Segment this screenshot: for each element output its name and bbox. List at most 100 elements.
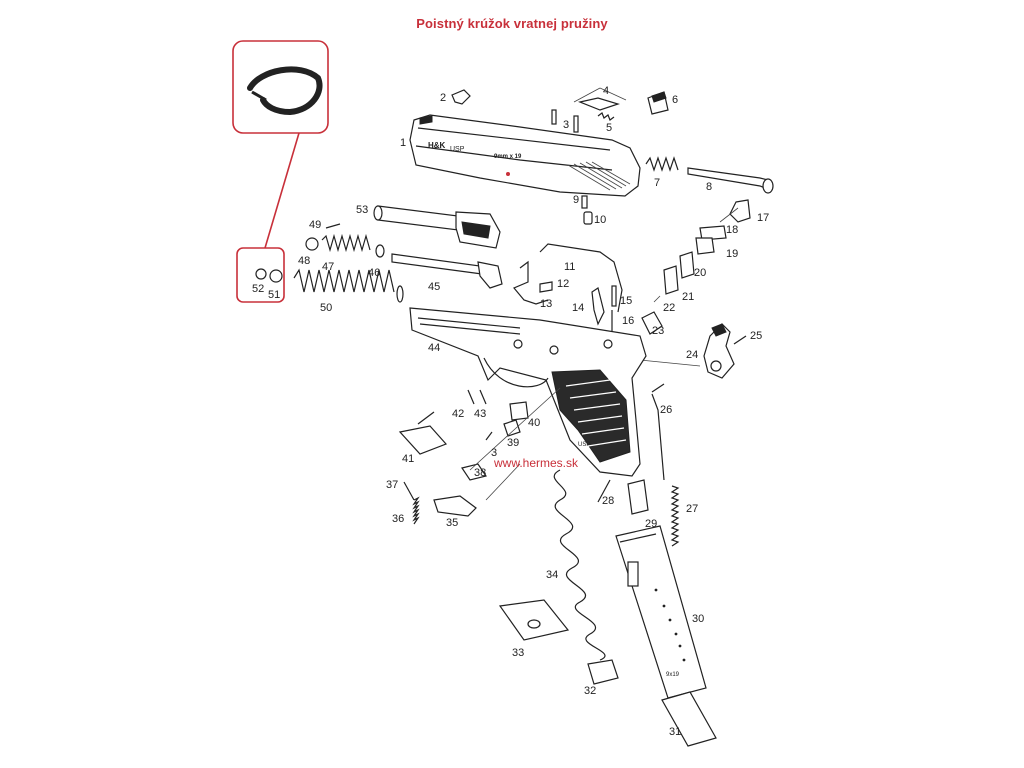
part-29 — [627, 479, 649, 515]
label-26: 26 — [660, 404, 672, 416]
part-22 — [653, 295, 661, 303]
magazine: 9x19 — [615, 525, 707, 699]
part-labels: 1 2 3 4 5 6 7 8 9 10 11 12 13 14 15 16 1… — [252, 85, 769, 738]
label-8: 8 — [706, 181, 712, 193]
label-39: 39 — [507, 437, 519, 449]
label-28: 28 — [602, 495, 614, 507]
part-50-spring — [293, 268, 395, 293]
part-3-pin-b — [551, 109, 557, 125]
part-20 — [679, 251, 695, 279]
part-36-spring — [412, 496, 420, 525]
label-9: 9 — [573, 194, 579, 206]
frame: USP — [409, 307, 647, 477]
part-3-pin — [573, 115, 579, 133]
part-39 — [503, 419, 521, 437]
page-title: Poistný krúžok vratnej pružiny — [416, 16, 608, 31]
part-3-pin-c — [485, 431, 493, 441]
label-35: 35 — [446, 517, 458, 529]
label-33: 33 — [512, 647, 524, 659]
part-23 — [641, 311, 663, 335]
label-36: 36 — [392, 513, 404, 525]
part-25 — [733, 335, 747, 345]
callout-box — [236, 247, 285, 303]
label-30: 30 — [692, 613, 704, 625]
label-51: 51 — [268, 289, 280, 301]
part-32 — [587, 659, 619, 685]
label-52: 52 — [252, 283, 264, 295]
part-49 — [325, 223, 341, 229]
label-1: 1 — [400, 137, 406, 149]
part-40 — [509, 401, 529, 421]
label-7: 7 — [654, 177, 660, 189]
label-16: 16 — [622, 315, 634, 327]
slide: H&K USP 9mm x 19 — [409, 114, 641, 197]
label-41: 41 — [402, 453, 414, 465]
part-11 — [539, 243, 623, 313]
watermark-text: www.hermes.sk — [493, 456, 579, 470]
label-19: 19 — [726, 248, 738, 260]
part-2 — [451, 89, 471, 105]
label-17: 17 — [757, 212, 769, 224]
part-9 — [581, 195, 588, 209]
label-37: 37 — [386, 479, 398, 491]
part-19 — [695, 237, 715, 255]
part-26 — [651, 383, 665, 481]
part-41 — [398, 425, 448, 455]
slide-brand-mark: H&K — [428, 141, 446, 150]
barrel — [373, 205, 501, 249]
label-47: 47 — [322, 261, 334, 273]
part-13 — [513, 260, 549, 305]
label-25: 25 — [750, 330, 762, 342]
label-31: 31 — [669, 726, 681, 738]
part-21 — [663, 265, 679, 295]
label-14: 14 — [572, 302, 584, 314]
label-43: 43 — [474, 408, 486, 420]
label-38: 38 — [474, 467, 486, 479]
part-38 — [461, 463, 487, 481]
label-48: 48 — [298, 255, 310, 267]
slide-model-mark: USP — [450, 146, 465, 153]
label-40: 40 — [528, 417, 540, 429]
part-8-rod — [687, 167, 771, 191]
label-12: 12 — [557, 278, 569, 290]
label-45: 45 — [428, 281, 440, 293]
label-3b: 3 — [491, 447, 497, 459]
part-5-spring — [597, 112, 615, 121]
label-27: 27 — [686, 503, 698, 515]
label-42: 42 — [452, 408, 464, 420]
part-15 — [611, 285, 617, 307]
callout-line — [264, 132, 300, 249]
label-10: 10 — [594, 214, 606, 226]
label-29: 29 — [645, 518, 657, 530]
label-53: 53 — [356, 204, 368, 216]
part-37 — [403, 481, 415, 501]
label-15: 15 — [620, 295, 632, 307]
label-49: 49 — [309, 219, 321, 231]
label-23: 23 — [652, 325, 664, 337]
part-42 — [467, 389, 475, 405]
part-51-ring — [269, 269, 283, 283]
label-44: 44 — [428, 342, 440, 354]
part-48 — [305, 237, 319, 251]
part-43 — [479, 389, 487, 405]
part-52-ring — [255, 268, 267, 280]
part-14 — [591, 287, 605, 326]
label-32: 32 — [584, 685, 596, 697]
part-31 — [661, 691, 717, 747]
part-47-spring — [321, 233, 371, 253]
label-6: 6 — [672, 94, 678, 106]
label-21: 21 — [682, 291, 694, 303]
part-12 — [539, 281, 553, 293]
label-34: 34 — [546, 569, 558, 581]
detail-inset — [232, 40, 329, 134]
part-10 — [583, 211, 593, 225]
label-20: 20 — [694, 267, 706, 279]
part-46 — [375, 244, 385, 258]
part-45-guide-rod — [391, 253, 483, 275]
part-18 — [699, 225, 727, 241]
grip-mark: USP — [578, 442, 590, 448]
part-28 — [597, 479, 611, 503]
label-13: 13 — [540, 298, 552, 310]
slide-caliber-mark: 9mm x 19 — [494, 154, 522, 160]
